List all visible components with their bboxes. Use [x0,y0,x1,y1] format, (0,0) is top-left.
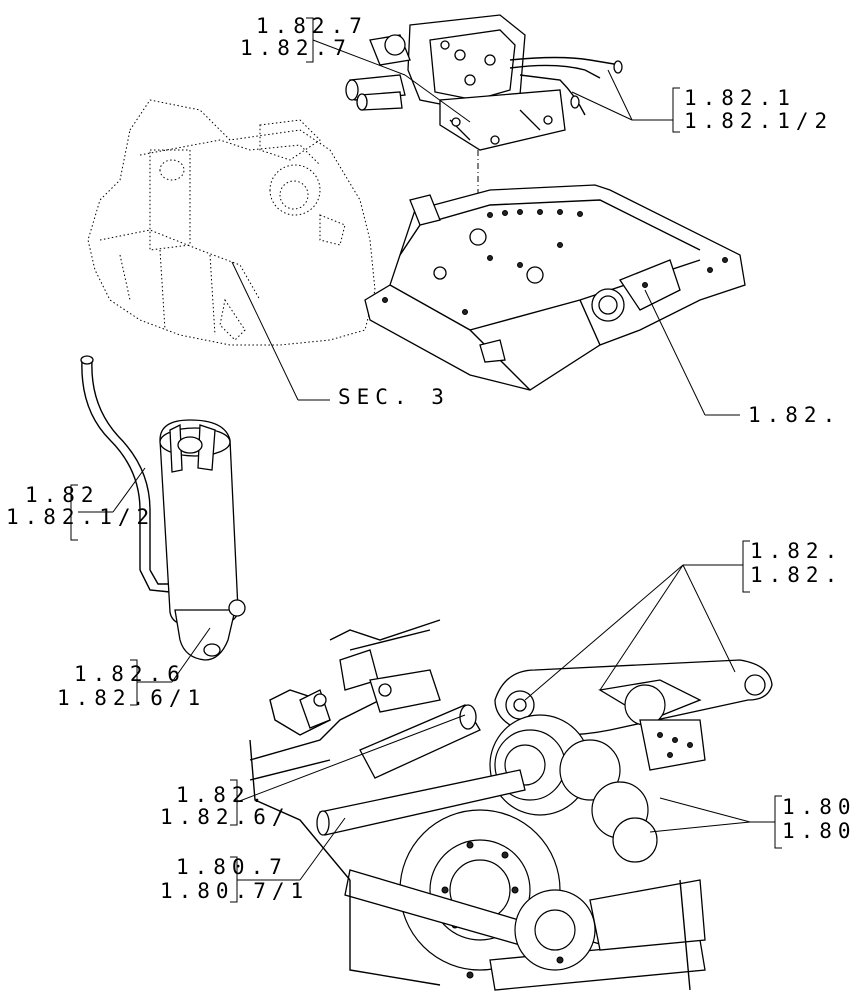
control-valve [345,14,623,151]
callout-cylinder-1: 1.82.6 [74,662,186,686]
transmission-assembly [249,619,773,991]
callout-lift-arms-2: 1.82. [750,563,844,587]
callout-left-pipe-1: 1.82 [25,483,100,507]
callout-gears-1: 1.80 [782,795,857,819]
leader-section [231,261,299,401]
hydraulic-cylinder [80,355,246,661]
callout-cylinder-2: 1.82.6/1 [57,686,207,710]
callout-valve-2: 1.82.7 [240,36,352,60]
tractor-body-outline [87,99,376,346]
callout-gears-2: 1.80 [782,819,857,843]
callout-lift-arms-1: 1.82. [750,539,844,563]
callout-cylinder-lower-1: 1.82. [176,783,270,807]
callout-cylinder-lower-2: 1.82.6/ [160,805,291,829]
bracket-cylinder-lower [230,779,238,826]
callout-left-pipe-2: 1.82.1/2 [6,505,156,529]
callout-shaft-2: 1.80.7/1 [160,879,310,903]
callout-valve-1: 1.82.7 [256,14,368,38]
callout-shaft-1: 1.80.7 [176,855,288,879]
lift-housing [364,184,746,391]
callout-section: SEC. 3 [338,385,450,409]
bracket-lift-arms [742,540,750,593]
bracket-pipes [672,87,680,133]
callout-housing: 1.82. [748,403,842,427]
callout-pipes-1: 1.82.1 [684,86,796,110]
bracket-gears [774,795,782,849]
leader-housing [644,289,706,416]
bracket-left-pipe [70,484,78,541]
callout-pipes-2: 1.82.1/2 [684,109,834,133]
